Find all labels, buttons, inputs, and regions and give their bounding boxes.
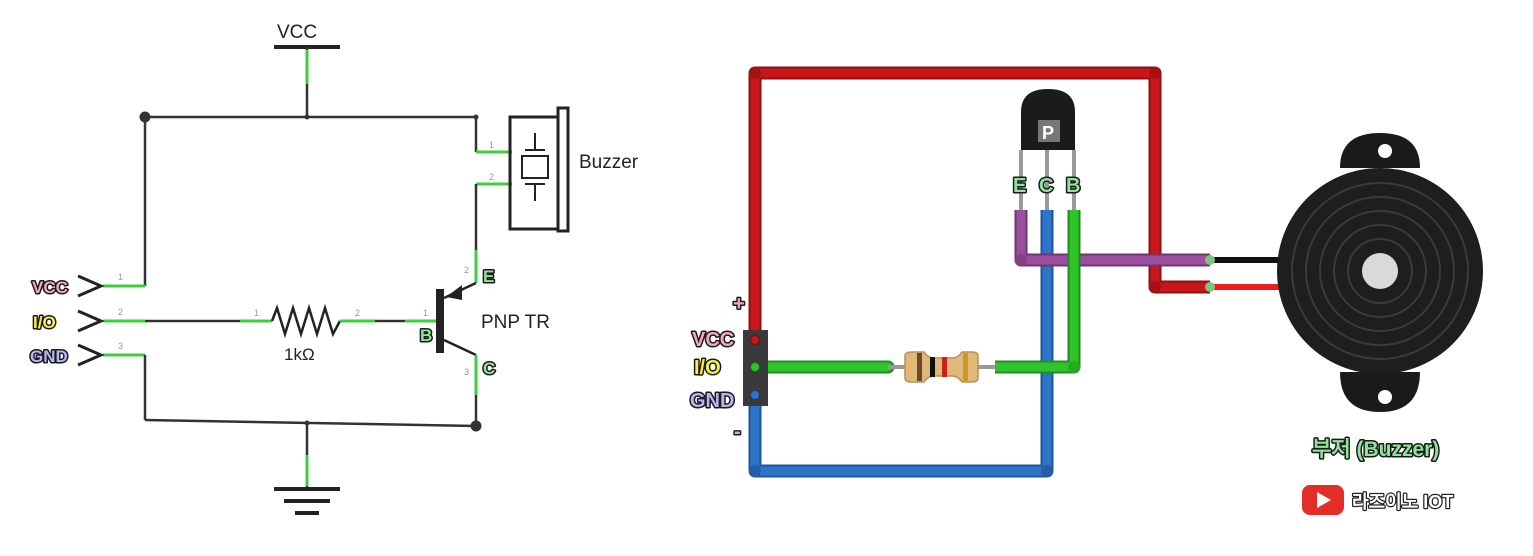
channel-name: 라즈이노 IOT: [1352, 492, 1453, 512]
blue-wire-outline: [748, 210, 1054, 478]
transistor-mark-box: [1038, 120, 1060, 142]
resistor-pin1-number: 1: [254, 308, 259, 318]
minus-label: -: [734, 421, 741, 443]
collector-lead: [443, 338, 477, 357]
buzzer-ring: [1305, 196, 1455, 346]
header-pin: [750, 390, 760, 400]
buzzer-ring: [1333, 224, 1427, 318]
lead-joint: [1205, 282, 1215, 292]
green-wire: [995, 210, 1079, 372]
wire-bend: [1149, 281, 1161, 293]
transistor-pin-e-label: E: [1013, 175, 1026, 197]
breadboard-io-label: I/O: [694, 357, 721, 379]
breadboard-view: + VCC I/O GND - P E C B 부저 (Buzzer): [689, 66, 1483, 515]
buzzer-ear-bottom: [1340, 372, 1420, 412]
pin-c-label: C: [483, 359, 495, 378]
buzzer-caption: 부저 (Buzzer): [1312, 438, 1439, 461]
resistor-band-black: [930, 357, 935, 377]
schematic-header-gnd-label: GND: [30, 347, 68, 366]
transistor-mark: P: [1042, 123, 1054, 143]
header-chevron: [77, 343, 105, 367]
wire-bend: [1015, 254, 1027, 266]
junction-dot: [470, 420, 482, 432]
header-pin: [750, 362, 760, 372]
lead-joint: [1205, 255, 1215, 265]
transistor-pin3-number: 3: [464, 367, 469, 377]
red-wire-outline: [748, 66, 1210, 340]
transistor-pin-c-label: C: [1039, 175, 1053, 197]
resistor-band-red: [942, 357, 947, 377]
red-wire: [750, 68, 1210, 340]
resistor-body: [904, 351, 979, 383]
buzzer-ring: [1347, 238, 1413, 304]
play-icon: [1317, 492, 1331, 508]
schematic-vcc-label: VCC: [277, 22, 317, 43]
buzzer-mount-hole: [1378, 390, 1392, 404]
transistor-pin2-number: 2: [464, 265, 469, 275]
green-wire-outline: [995, 210, 1081, 374]
emitter-arrow: [446, 285, 462, 300]
schematic-header-vcc-label: VCC: [32, 278, 68, 297]
buzzer-center: [1362, 253, 1398, 289]
header-chevron: [77, 274, 105, 298]
wire-bend: [1149, 67, 1161, 79]
buzzer-pin1-number: 1: [489, 140, 494, 150]
header-pin-number: 3: [118, 341, 123, 351]
transistor-label: PNP TR: [481, 312, 550, 333]
header-chevron: [77, 309, 105, 333]
schematic: VCC 1 2 Buzzer 2: [29, 22, 639, 515]
resistor-label: 1kΩ: [284, 345, 315, 364]
header-pin: [750, 335, 760, 345]
channel-logo: 라즈이노 IOT: [1302, 485, 1455, 515]
schematic-header-io-label: I/O: [33, 313, 56, 332]
breadboard-gnd-label: GND: [690, 390, 734, 412]
transistor-pin1-number: 1: [423, 308, 428, 318]
buzzer-crystal: [521, 155, 549, 179]
buzzer-cap: [556, 106, 570, 233]
buzzer-ring: [1319, 210, 1441, 332]
header-pin-number: 2: [118, 307, 123, 317]
header-pin-number: 1: [118, 272, 123, 282]
buzzer-ring: [1291, 182, 1469, 360]
resistor-band-brown: [917, 353, 922, 381]
transistor-pin-b-label: B: [1066, 175, 1080, 197]
buzzer-mount-hole: [1378, 144, 1392, 158]
wire-bend: [749, 465, 761, 477]
plus-label: +: [733, 293, 745, 315]
resistor-zigzag: [270, 303, 342, 339]
wire-bend: [1041, 465, 1053, 477]
junction-dot: [304, 114, 310, 120]
wire-bend: [749, 67, 761, 79]
breadboard-vcc-label: VCC: [692, 329, 734, 351]
bottom-rail: [144, 418, 477, 428]
buzzer-label: Buzzer: [579, 152, 639, 173]
buzzer-pin2-number: 2: [489, 172, 494, 182]
resistor-band-gold: [963, 353, 968, 381]
transistor-base-bar: [436, 289, 444, 353]
pin-b-label: B: [420, 326, 432, 345]
transistor-body: [1021, 89, 1075, 150]
blue-wire: [750, 210, 1052, 476]
resistor-pin2-number: 2: [355, 308, 360, 318]
wire-bend: [1068, 361, 1080, 373]
pin-e-label: E: [483, 267, 494, 286]
